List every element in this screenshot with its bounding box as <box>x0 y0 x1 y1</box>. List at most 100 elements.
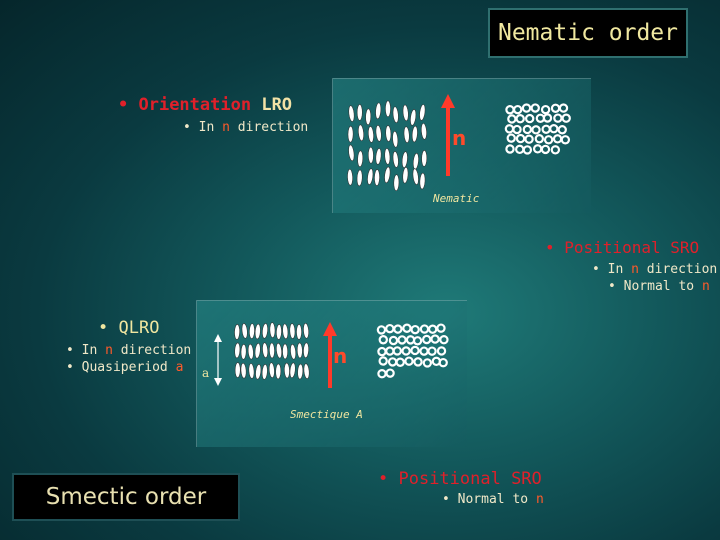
molecule-ring <box>412 326 419 333</box>
molecule-rod <box>412 126 418 142</box>
molecule-rod <box>303 323 309 338</box>
molecule-rod <box>348 126 353 142</box>
molecule-rod <box>254 343 261 358</box>
molecule-ring <box>378 348 385 355</box>
smectic-diagram <box>196 300 466 446</box>
molecule-rod <box>303 343 309 358</box>
nematic-figure-label: Nematic <box>433 192 479 205</box>
molecule-rod <box>282 344 287 359</box>
molecule-rod <box>403 127 409 143</box>
molecule-ring <box>428 348 435 355</box>
molecule-ring <box>378 326 385 333</box>
item-suffix: direction <box>647 262 717 277</box>
nematic-direction-bullet: • In n direction <box>183 120 308 135</box>
item-n: n <box>105 343 113 358</box>
smectic-order-title: Smectic order <box>12 473 240 521</box>
molecule-ring <box>536 135 543 142</box>
molecule-ring <box>421 325 428 332</box>
molecule-ring <box>506 125 513 132</box>
molecule-rod <box>421 123 427 139</box>
molecule-ring <box>542 106 549 113</box>
molecule-rod <box>358 125 365 141</box>
molecule-rod <box>392 151 399 167</box>
molecule-ring <box>523 104 530 111</box>
molecule-rod <box>365 109 371 125</box>
nematic-director-label: n <box>452 126 466 150</box>
positional-sro-text-1: Positional SRO <box>564 238 699 257</box>
item-prefix: Normal to <box>458 492 528 507</box>
molecule-ring <box>420 348 427 355</box>
molecule-rod <box>375 148 382 164</box>
molecule-rod <box>348 105 355 121</box>
period-arrowhead-bottom <box>214 378 222 386</box>
positional-sro-bullet-2: • Positional SRO <box>378 469 542 489</box>
molecule-rod <box>348 145 355 162</box>
item-prefix: In <box>82 343 98 358</box>
molecule-ring <box>525 136 532 143</box>
qlro-item-1: • In n direction <box>66 343 191 358</box>
molecule-rod <box>234 324 240 339</box>
molecule-rod <box>394 175 400 191</box>
molecule-ring <box>440 336 447 343</box>
molecule-ring <box>517 115 524 122</box>
nematic-direction-suffix: direction <box>238 120 308 135</box>
molecule-ring <box>398 336 405 343</box>
smectic-figure-label: Smectique A <box>290 408 363 421</box>
positional-sro-item-1: • In n direction <box>592 262 717 277</box>
molecule-rod <box>419 173 425 189</box>
smectic-director-label: n <box>333 344 347 368</box>
molecule-rod <box>392 131 398 147</box>
molecule-ring <box>424 359 431 366</box>
molecule-rod <box>410 109 417 126</box>
molecule-ring <box>514 106 521 113</box>
item-suffix: direction <box>121 343 191 358</box>
molecule-rod <box>357 104 362 120</box>
molecule-rod <box>241 344 247 359</box>
molecule-ring <box>545 136 552 143</box>
molecule-rod <box>270 323 276 338</box>
molecule-rod <box>249 324 255 339</box>
molecule-ring <box>414 358 421 365</box>
molecule-rod <box>262 323 269 338</box>
molecule-ring <box>397 359 404 366</box>
slide-title: Nematic order <box>488 8 688 58</box>
molecule-rod <box>241 323 248 338</box>
positional-sro-item-2: • Normal to n <box>608 279 710 294</box>
molecule-ring <box>380 336 387 343</box>
molecule-ring <box>552 105 559 112</box>
qlro-bullet: • QLRO <box>98 318 159 338</box>
molecule-rod <box>255 324 261 339</box>
molecule-ring <box>394 347 401 354</box>
item-n: n <box>631 262 639 277</box>
molecule-ring <box>423 336 430 343</box>
molecule-rod <box>347 169 353 185</box>
molecule-ring <box>386 325 393 332</box>
molecule-ring <box>563 115 570 122</box>
molecule-ring <box>429 326 436 333</box>
molecule-rod <box>384 167 391 184</box>
molecule-ring <box>506 145 513 152</box>
molecule-ring <box>508 115 515 122</box>
period-arrowhead-top <box>214 334 222 342</box>
molecule-rod <box>262 364 268 379</box>
molecule-ring <box>508 135 515 142</box>
molecule-rod <box>269 343 275 358</box>
molecule-rod <box>401 151 408 167</box>
molecule-ring <box>386 347 393 354</box>
item-prefix: Quasiperiod <box>82 360 168 375</box>
molecule-rod <box>384 148 390 164</box>
molecule-ring <box>389 358 396 365</box>
molecule-ring <box>390 337 397 344</box>
molecule-ring <box>513 126 520 133</box>
molecule-ring <box>559 126 566 133</box>
molecule-rod <box>234 343 240 358</box>
molecule-ring <box>431 336 438 343</box>
molecule-rod <box>374 170 380 186</box>
molecule-rod <box>422 150 427 166</box>
molecule-rod <box>368 147 373 163</box>
molecule-ring <box>438 347 445 354</box>
orientation-lro-text: Orientation <box>138 95 251 115</box>
molecule-ring <box>550 125 557 132</box>
molecule-ring <box>524 146 531 153</box>
molecule-ring <box>517 135 524 142</box>
